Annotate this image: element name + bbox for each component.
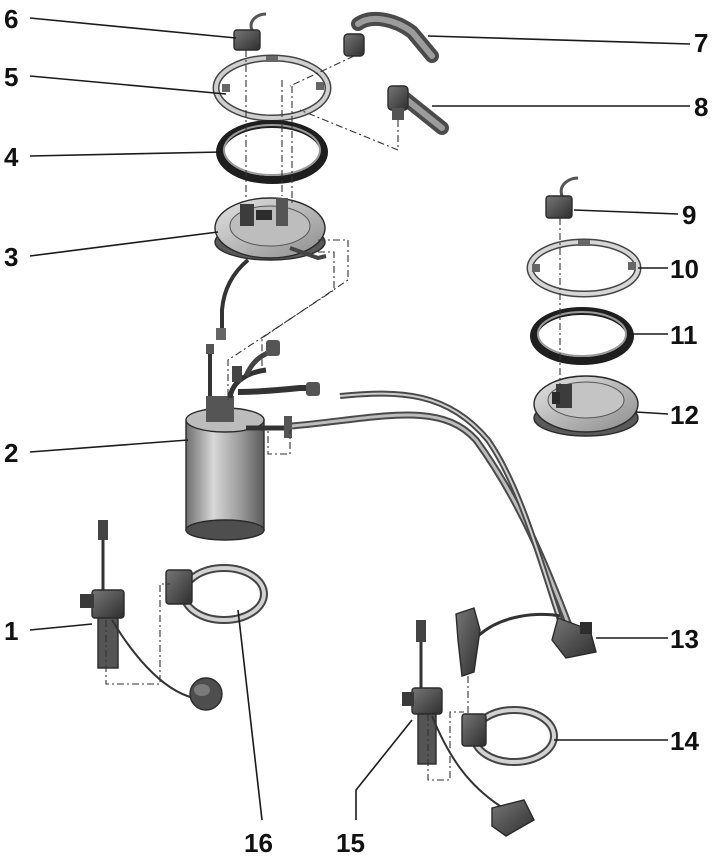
- part-2-fuel-pump: [185, 340, 320, 541]
- callout-15: 15: [336, 828, 365, 858]
- part-10-lock-ring: [526, 238, 642, 298]
- callouts: 6 5 4 3 2 1 7 8 9 10 11 12 13 14 15 16: [4, 4, 708, 858]
- callout-6: 6: [4, 4, 18, 34]
- fuel-lines-to-13: [291, 390, 574, 630]
- part-8-hose: [387, 85, 449, 135]
- callout-7: 7: [694, 28, 708, 58]
- part-15-level-sender: [402, 620, 535, 837]
- callout-9: 9: [682, 200, 696, 230]
- part-9-connector: [545, 176, 579, 219]
- callout-5: 5: [4, 62, 18, 92]
- part-6-connector: [233, 12, 267, 51]
- callout-4: 4: [4, 142, 19, 172]
- part-11-seal-ring: [530, 307, 634, 365]
- callout-2: 2: [4, 438, 18, 468]
- callout-1: 1: [4, 616, 18, 646]
- callout-11: 11: [670, 320, 698, 350]
- callout-14: 14: [670, 726, 699, 756]
- callout-3: 3: [4, 242, 18, 272]
- part-7-hose: [343, 11, 439, 63]
- part-5-lock-ring: [212, 54, 332, 122]
- part-15-upper-bracket: [455, 607, 481, 677]
- part-13-fitting: [474, 612, 597, 659]
- part-4-seal-ring: [216, 120, 328, 184]
- part-16-bracket-ring: [165, 564, 268, 624]
- assembly-lines: [105, 50, 561, 781]
- flange-fuel-line: [220, 258, 250, 330]
- part-1-level-sender: [80, 520, 223, 711]
- leader-lines: [29, 17, 691, 821]
- flange-line-fitting: [216, 328, 226, 340]
- callout-10: 10: [670, 254, 699, 284]
- part-14-bracket-ring: [461, 706, 558, 766]
- part-12-flange: [533, 375, 639, 437]
- callout-8: 8: [694, 92, 708, 122]
- callout-12: 12: [670, 400, 699, 430]
- callout-16: 16: [244, 828, 273, 858]
- callout-13: 13: [670, 624, 699, 654]
- part-3-flange: [214, 197, 327, 261]
